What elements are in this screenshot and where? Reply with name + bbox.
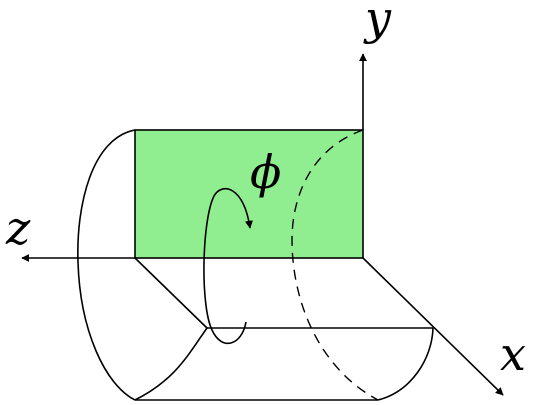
phi-label: ϕ [250, 145, 281, 199]
x-axis-label: x [500, 327, 526, 381]
cylinder-right-end-solid [377, 327, 434, 401]
cylinder-left-end [77, 129, 136, 401]
inner-lower-curve [134, 327, 208, 401]
phi-rotation-arrow [203, 187, 253, 345]
green-plane [134, 129, 364, 259]
z-axis-label: z [5, 201, 31, 255]
y-axis-label: y [363, 0, 392, 45]
x-axis [362, 257, 504, 396]
inner-diagonal-edge [134, 257, 208, 329]
cylinder-right-end-hidden [291, 129, 379, 401]
